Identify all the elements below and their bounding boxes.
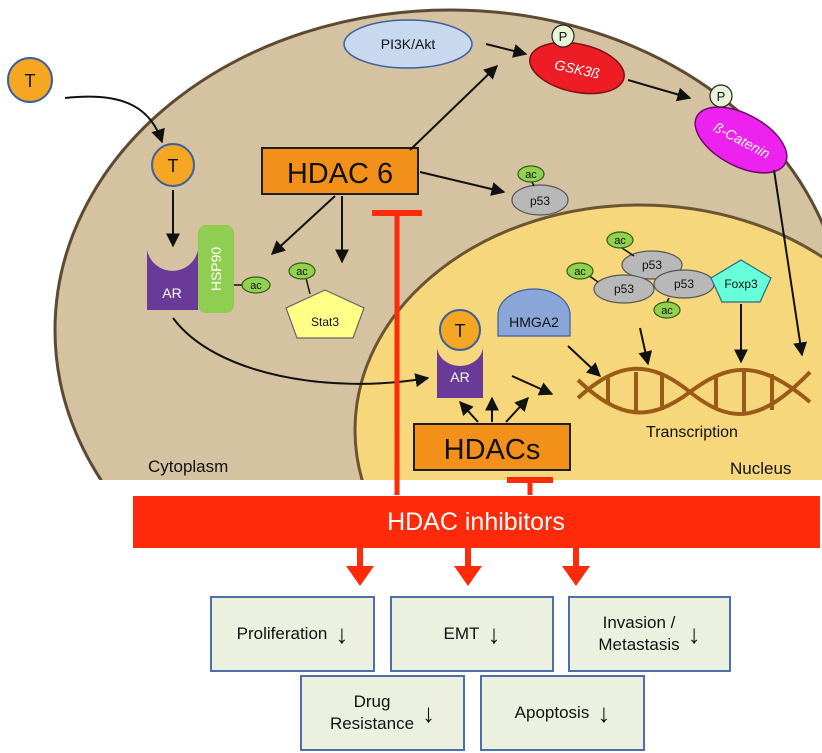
acetyl-hsp90 xyxy=(241,276,271,294)
testosterone-nuclear-label: T xyxy=(455,321,466,341)
arrow-hmga2-to-dna xyxy=(567,345,602,377)
outcome-emt-label: EMT xyxy=(443,624,480,643)
down-arrow-icon: ↓ xyxy=(422,698,436,728)
gsk3b-phospho-label: P xyxy=(559,29,568,44)
testosterone-outside xyxy=(7,57,53,103)
arrow-pi3k-to-gsk3b xyxy=(485,43,528,58)
acetyl-p53-nuclear-3-label: ac xyxy=(661,305,673,317)
arrow-hdacs-up-3 xyxy=(505,396,529,423)
arrow-p53-to-dna xyxy=(638,327,653,366)
hdac-inhibitors-bar xyxy=(133,496,820,548)
arrow-t-entry xyxy=(64,95,165,144)
down-arrow-icon: ↓ xyxy=(487,619,501,649)
ar-cyto-label: AR xyxy=(162,285,181,301)
acetyl-p53-nuclear-2 xyxy=(566,262,594,280)
acetyl-p53-nuclear-3 xyxy=(653,301,681,319)
acetyl-p53-nuclear-1 xyxy=(606,231,634,249)
pi3k-akt-label: PI3K/Akt xyxy=(381,36,436,52)
testosterone-outside-label: T xyxy=(25,71,36,91)
arrow-ar-to-nucleus xyxy=(172,317,430,388)
effect-arrow-2-head xyxy=(454,566,482,586)
stat3-ac-link xyxy=(305,277,311,295)
bcatenin-phospho xyxy=(709,84,733,108)
effect-arrow-3-head xyxy=(562,566,590,586)
gsk3b-phospho xyxy=(551,24,575,48)
hdacs-box xyxy=(413,423,571,471)
hsp90-label: HSP90 xyxy=(208,247,224,292)
p53-cyto-label: p53 xyxy=(530,194,550,208)
hdac-inhibitors-label: HDAC inhibitors xyxy=(387,508,565,536)
down-arrow-icon: ↓ xyxy=(335,619,349,649)
beta-catenin-node xyxy=(694,106,788,174)
outcome-drug-line2: Resistance xyxy=(329,714,415,733)
outcome-drug-resistance-label: Drug Resistance xyxy=(330,691,414,735)
ar-nuclear-cup xyxy=(437,346,483,366)
acetyl-p53-cyto xyxy=(517,165,545,183)
p53-nuc-ac-link-1 xyxy=(621,247,635,257)
effect-arrows xyxy=(346,548,590,586)
p53-cyto-ac-link xyxy=(531,181,535,187)
arrow-hdac6-to-p53 xyxy=(419,171,506,196)
outcome-emt: EMT ↓ xyxy=(390,596,554,672)
arrow-hdacs-up-1 xyxy=(459,400,479,423)
hsp90-chaperone xyxy=(198,225,234,313)
outcome-invasion-line1: Invasion / xyxy=(602,613,676,632)
outcome-apoptosis-label: Apoptosis xyxy=(514,703,590,722)
acetyl-p53-nuclear-1-label: ac xyxy=(614,235,626,247)
hdac6-label: HDAC 6 xyxy=(287,158,393,190)
p53-cyto xyxy=(511,184,569,216)
stat3-protein xyxy=(285,289,365,339)
acetyl-hsp90-label: ac xyxy=(250,280,262,292)
p53-nuclear-2-label: p53 xyxy=(614,282,634,296)
acetyl-p53-cyto-label: ac xyxy=(525,169,537,181)
acetyl-stat3-label: ac xyxy=(296,266,308,278)
outcome-apoptosis: Apoptosis ↓ xyxy=(480,675,645,751)
outcome-invasion-label: Invasion / Metastasis xyxy=(598,612,679,656)
down-arrow-icon: ↓ xyxy=(597,698,611,728)
p53-nuclear-3-label: p53 xyxy=(674,277,694,291)
dna-helix xyxy=(576,366,812,416)
transcription-label: Transcription xyxy=(646,424,738,441)
outcome-drug-line1: Drug xyxy=(353,692,391,711)
arrow-bcatenin-to-dna xyxy=(773,169,808,357)
foxp3-protein xyxy=(710,259,772,303)
outcome-proliferation: Proliferation ↓ xyxy=(210,596,375,672)
testosterone-cyto xyxy=(151,143,195,187)
ar-cyto-receptor xyxy=(147,250,198,310)
testosterone-cyto-label: T xyxy=(168,156,179,176)
stat3-label: Stat3 xyxy=(311,315,339,329)
acetyl-p53-nuclear-2-label: ac xyxy=(574,266,586,278)
effect-arrow-1-head xyxy=(346,566,374,586)
hmga2-protein xyxy=(497,288,571,337)
arrow-hdac6-to-hsp90 xyxy=(270,195,336,255)
outcome-proliferation-label: Proliferation xyxy=(236,624,328,643)
acetyl-stat3 xyxy=(288,262,316,280)
ar-nuclear-label: AR xyxy=(450,369,469,385)
gsk3b-node xyxy=(529,41,625,95)
testosterone-nuclear xyxy=(439,309,481,351)
arrow-hdac6-to-pi3k xyxy=(409,65,499,151)
cytoplasm-label: Cytoplasm xyxy=(148,457,228,476)
nucleus-label: Nucleus xyxy=(730,459,791,478)
outcome-drug-resistance: Drug Resistance ↓ xyxy=(300,675,465,751)
hmga2-label: HMGA2 xyxy=(509,314,559,330)
hdac6-box xyxy=(261,147,419,195)
p53-nuclear-2 xyxy=(593,274,655,304)
p53-nuc-ac-link-3 xyxy=(666,297,670,303)
arrow-ar-to-dna xyxy=(511,375,554,396)
p53-nuclear-1-label: p53 xyxy=(642,258,662,272)
hdacs-label: HDACs xyxy=(444,434,541,466)
down-arrow-icon: ↓ xyxy=(687,619,701,649)
outcome-invasion-metastasis: Invasion / Metastasis ↓ xyxy=(568,596,731,672)
foxp3-label: Foxp3 xyxy=(724,277,758,291)
outcome-invasion-line2: Metastasis xyxy=(598,635,680,654)
pi3k-akt-node xyxy=(343,19,473,69)
bcatenin-phospho-label: P xyxy=(717,89,726,104)
arrow-gsk3b-to-bcatenin xyxy=(627,79,692,102)
